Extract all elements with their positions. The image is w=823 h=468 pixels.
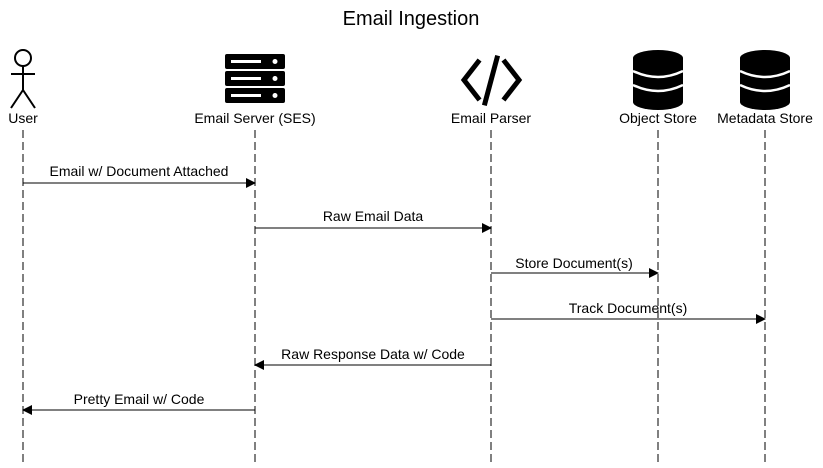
participant-label-user: User <box>8 110 38 126</box>
participant-user[interactable]: User <box>8 49 38 126</box>
message-label: Store Document(s) <box>515 255 632 271</box>
message-track-documents[interactable]: Track Document(s) <box>491 300 766 324</box>
diagram-title: Email Ingestion <box>343 8 480 30</box>
actor-icon <box>10 49 36 109</box>
database-icon <box>739 50 791 110</box>
message-label: Email w/ Document Attached <box>50 163 229 179</box>
participant-label-object-store: Object Store <box>619 110 697 126</box>
participant-object-store[interactable]: Object Store <box>619 50 697 126</box>
server-icon <box>225 54 285 103</box>
participant-label-metadata-store: Metadata Store <box>717 110 813 126</box>
message-email-with-document[interactable]: Email w/ Document Attached <box>23 163 256 188</box>
database-icon <box>632 50 684 110</box>
participant-label-parser: Email Parser <box>451 110 531 126</box>
message-pretty-email[interactable]: Pretty Email w/ Code <box>22 391 255 415</box>
message-raw-email-data[interactable]: Raw Email Data <box>255 208 492 233</box>
message-raw-response-data[interactable]: Raw Response Data w/ Code <box>254 346 491 370</box>
message-store-documents[interactable]: Store Document(s) <box>491 255 659 278</box>
message-label: Track Document(s) <box>569 300 688 316</box>
message-label: Pretty Email w/ Code <box>74 391 205 407</box>
code-icon <box>460 54 523 107</box>
participant-metadata-store[interactable]: Metadata Store <box>717 50 813 126</box>
participant-label-ses: Email Server (SES) <box>194 110 315 126</box>
message-label: Raw Email Data <box>323 208 424 224</box>
message-label: Raw Response Data w/ Code <box>281 346 465 362</box>
participant-parser[interactable]: Email Parser <box>451 54 531 126</box>
participant-ses[interactable]: Email Server (SES) <box>194 54 316 126</box>
